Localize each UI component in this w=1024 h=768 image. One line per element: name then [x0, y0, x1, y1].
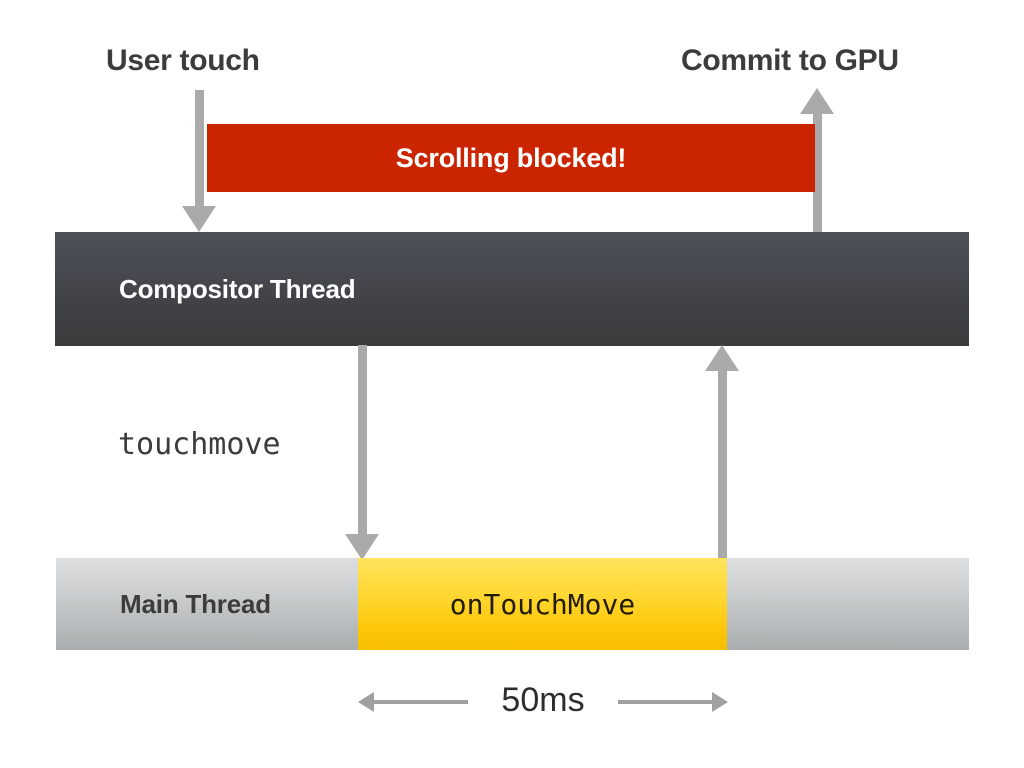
arrow-shaft	[357, 345, 367, 536]
ontouchmove-task-label: onTouchMove	[449, 587, 636, 621]
main-thread-bar: Main Thread onTouchMove	[56, 558, 969, 650]
duration-value-wrapper: 50ms	[358, 672, 728, 728]
duration-dimension: 50ms	[358, 672, 728, 734]
touchmove-down-arrow-icon	[345, 345, 379, 560]
arrow-head-up-icon	[705, 345, 739, 371]
user-touch-label: User touch	[106, 44, 260, 77]
arrow-head-up-icon	[800, 88, 834, 114]
arrow-shaft	[194, 90, 204, 208]
dimension-line-right	[618, 700, 714, 704]
arrow-head-down-icon	[345, 534, 379, 560]
duration-value: 50ms	[487, 681, 599, 719]
compositor-thread-bar: Compositor Thread	[55, 232, 969, 346]
arrow-head-down-icon	[182, 206, 216, 232]
touchmove-event-label: touchmove	[118, 427, 281, 462]
scrolling-blocked-text: Scrolling blocked!	[395, 142, 627, 173]
arrow-shaft	[812, 112, 822, 232]
scrolling-blocked-bar: Scrolling blocked!	[207, 124, 815, 192]
dimension-line-left	[372, 700, 468, 704]
commit-to-gpu-label: Commit to GPU	[681, 44, 899, 77]
user-touch-down-arrow-icon	[182, 90, 216, 232]
compositor-thread-label: Compositor Thread	[119, 273, 356, 304]
main-thread-label: Main Thread	[120, 588, 271, 619]
ontouchmove-task-block: onTouchMove	[358, 558, 727, 650]
commit-to-gpu-up-arrow-icon	[800, 88, 834, 232]
main-thread-return-up-arrow-icon	[705, 345, 739, 560]
dimension-arrow-left-icon	[358, 692, 374, 712]
arrow-shaft	[717, 369, 727, 560]
dimension-arrow-right-icon	[712, 692, 728, 712]
